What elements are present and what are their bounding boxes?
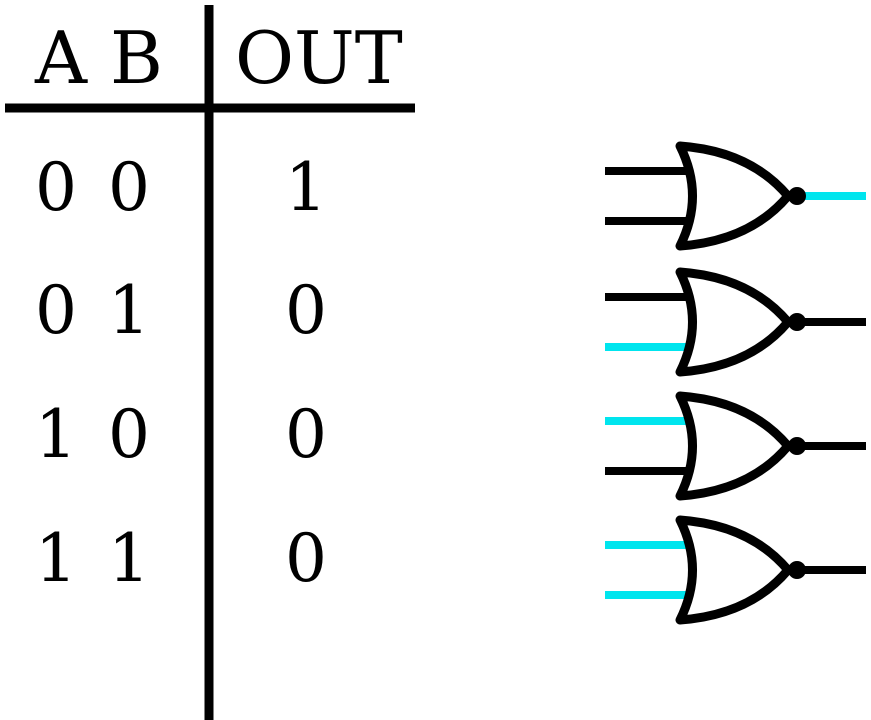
row-2-out: 0 [285,272,327,349]
row-2-b: 1 [108,272,150,349]
header-out: OUT [235,16,403,100]
gate-3-nor-body [675,391,793,501]
row-3-a: 1 [35,396,77,473]
row-2-a: 0 [35,272,77,349]
header-a: A [35,16,87,100]
row-1-a: 0 [35,149,77,226]
gate-3-inversion-bubble [788,437,806,455]
row-4-a: 1 [35,520,77,597]
row-4-out: 0 [285,520,327,597]
gate-2-inversion-bubble [788,313,806,331]
gate-1-inversion-bubble [788,187,806,205]
row-1-out: 1 [285,149,327,226]
gate-1-nor-body [675,141,793,251]
row-3-b: 0 [108,396,150,473]
gate-4-inversion-bubble [788,561,806,579]
row-4-b: 1 [108,520,150,597]
row-3-out: 0 [285,396,327,473]
gate-2-nor-body [675,267,793,377]
header-b: B [110,16,163,100]
gate-4-nor-body [675,515,793,625]
row-1-b: 0 [108,149,150,226]
